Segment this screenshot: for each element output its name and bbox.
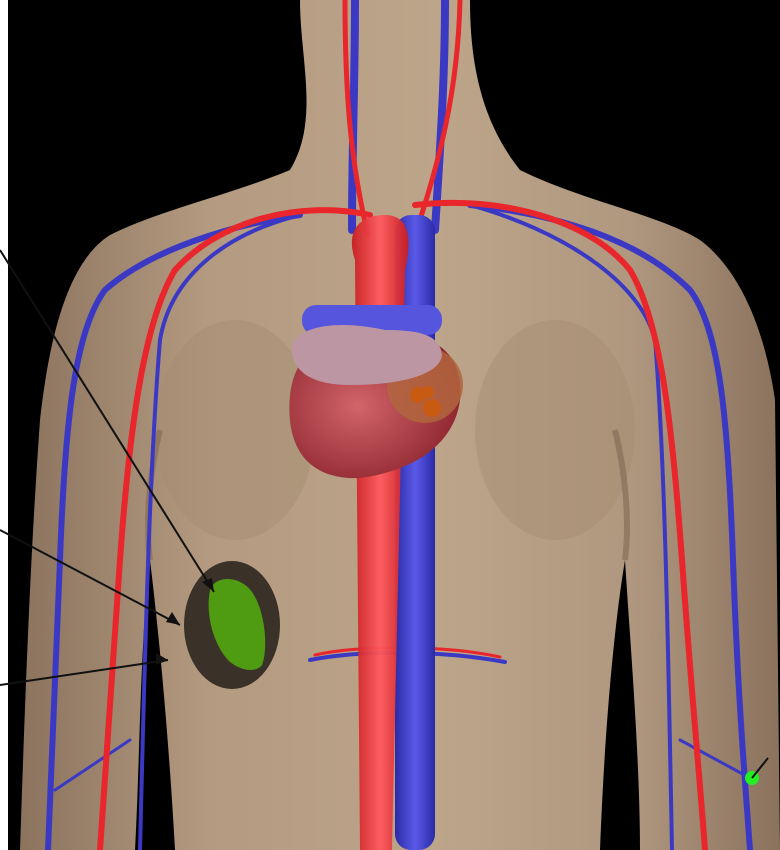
shoulder-blade-left — [155, 320, 315, 540]
shoulder-blade-right — [475, 320, 635, 540]
